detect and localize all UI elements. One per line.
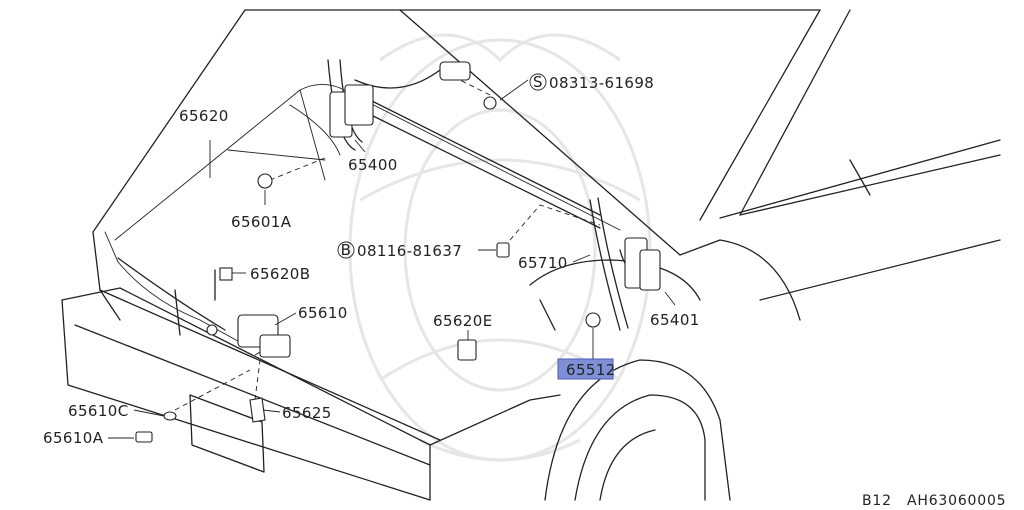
label-65601a: 65601A bbox=[231, 213, 292, 231]
label-65620e: 65620E bbox=[433, 312, 493, 330]
cable-connector bbox=[439, 61, 471, 81]
marker-b-letter: B bbox=[341, 241, 352, 259]
label-65620: 65620 bbox=[179, 107, 229, 125]
label-08313-61698: 08313-61698 bbox=[549, 74, 654, 92]
highlight-65512 bbox=[557, 358, 614, 380]
label-65400: 65400 bbox=[348, 156, 398, 174]
clip-65620e bbox=[457, 339, 477, 361]
clip-65625 bbox=[249, 397, 266, 423]
model-code: B12 bbox=[862, 493, 892, 509]
diagram-code: AH63060005 bbox=[907, 493, 1006, 509]
parts bbox=[135, 61, 661, 443]
cables bbox=[117, 59, 641, 331]
label-65610a: 65610A bbox=[43, 429, 104, 447]
bolt-65601a bbox=[257, 173, 273, 189]
part-labels: 65620 65400 65601A 08313-61698 08116-816… bbox=[43, 74, 700, 447]
label-65610c: 65610C bbox=[68, 402, 129, 420]
label-65620b: 65620B bbox=[250, 265, 310, 283]
label-65512: 65512 bbox=[566, 361, 616, 379]
leader-lines bbox=[108, 79, 676, 439]
grommet-65512 bbox=[585, 312, 601, 328]
bolt-65610a bbox=[135, 431, 153, 443]
marker-s: S bbox=[529, 73, 547, 91]
washer-65610c bbox=[163, 411, 177, 421]
car-body bbox=[61, 9, 1001, 501]
label-65710: 65710 bbox=[518, 254, 568, 272]
bolt-s bbox=[483, 96, 497, 110]
label-65625: 65625 bbox=[282, 404, 332, 422]
clip-65620b bbox=[219, 267, 233, 281]
label-65401: 65401 bbox=[650, 311, 700, 329]
marker-s-letter: S bbox=[533, 73, 543, 91]
bolt-b bbox=[496, 242, 510, 258]
label-08116-81637: 08116-81637 bbox=[357, 242, 462, 260]
marker-b: B bbox=[337, 241, 355, 259]
label-65610: 65610 bbox=[298, 304, 348, 322]
